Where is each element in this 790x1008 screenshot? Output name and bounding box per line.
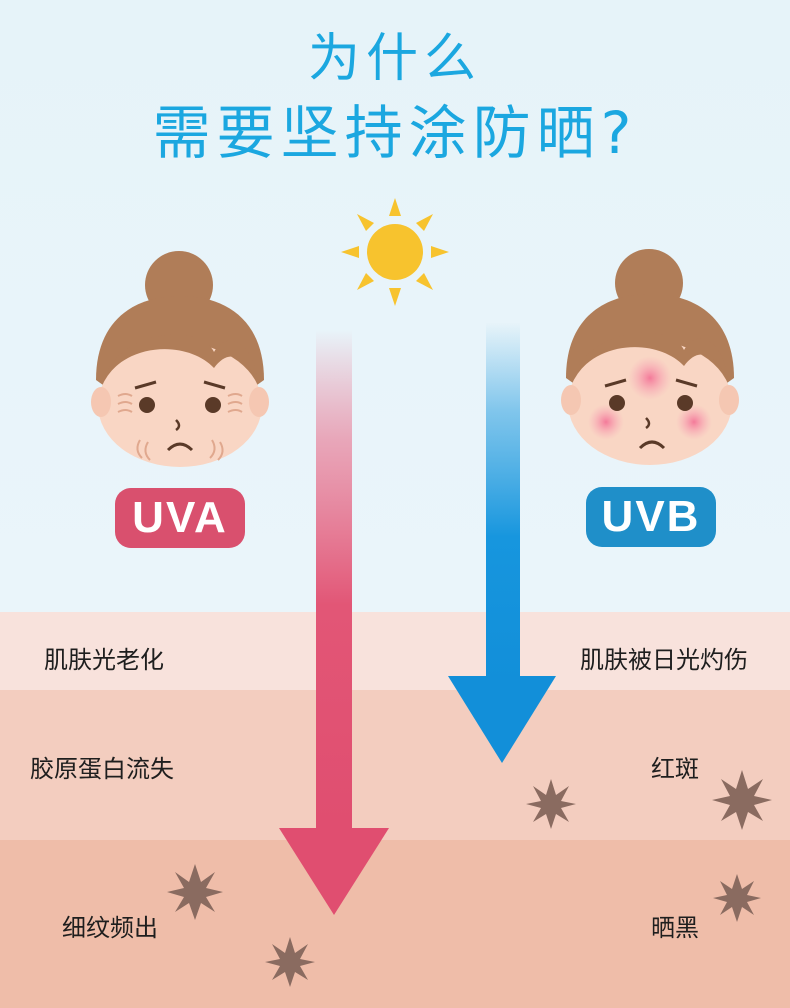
uva-effect-photoaging: 肌肤光老化: [44, 646, 164, 674]
pigment-spot-icon: [526, 779, 576, 829]
aging-face-icon: [91, 251, 269, 467]
pigment-spot-icon: [265, 937, 315, 987]
uvb-badge: UVB: [586, 487, 716, 547]
skin-layer-deep: [0, 840, 790, 1008]
title-line-2: 需要坚持涂防晒?: [152, 99, 638, 167]
uvb-effect-sunburn: 肌肤被日光灼伤: [580, 646, 748, 674]
uva-effect-collagen-loss: 胶原蛋白流失: [30, 755, 174, 783]
sun-icon: [341, 198, 449, 306]
skin-layer-epidermis: [0, 612, 790, 690]
uvb-effect-tanning: 晒黑: [651, 914, 699, 942]
pigment-spot-icon: [713, 874, 761, 922]
uva-effect-fine-lines: 细纹频出: [62, 914, 158, 942]
pigment-spot-icon: [167, 864, 223, 920]
pigment-spot-icon: [712, 770, 772, 830]
uvb-arrow: [448, 322, 556, 763]
sunburn-face-icon: [561, 249, 739, 465]
title-line-1: 为什么: [307, 29, 482, 89]
skin-layer-dermis: [0, 690, 790, 840]
uva-badge: UVA: [115, 488, 245, 548]
uvb-effect-erythema: 红斑: [651, 755, 699, 783]
uva-arrow: [279, 330, 389, 915]
